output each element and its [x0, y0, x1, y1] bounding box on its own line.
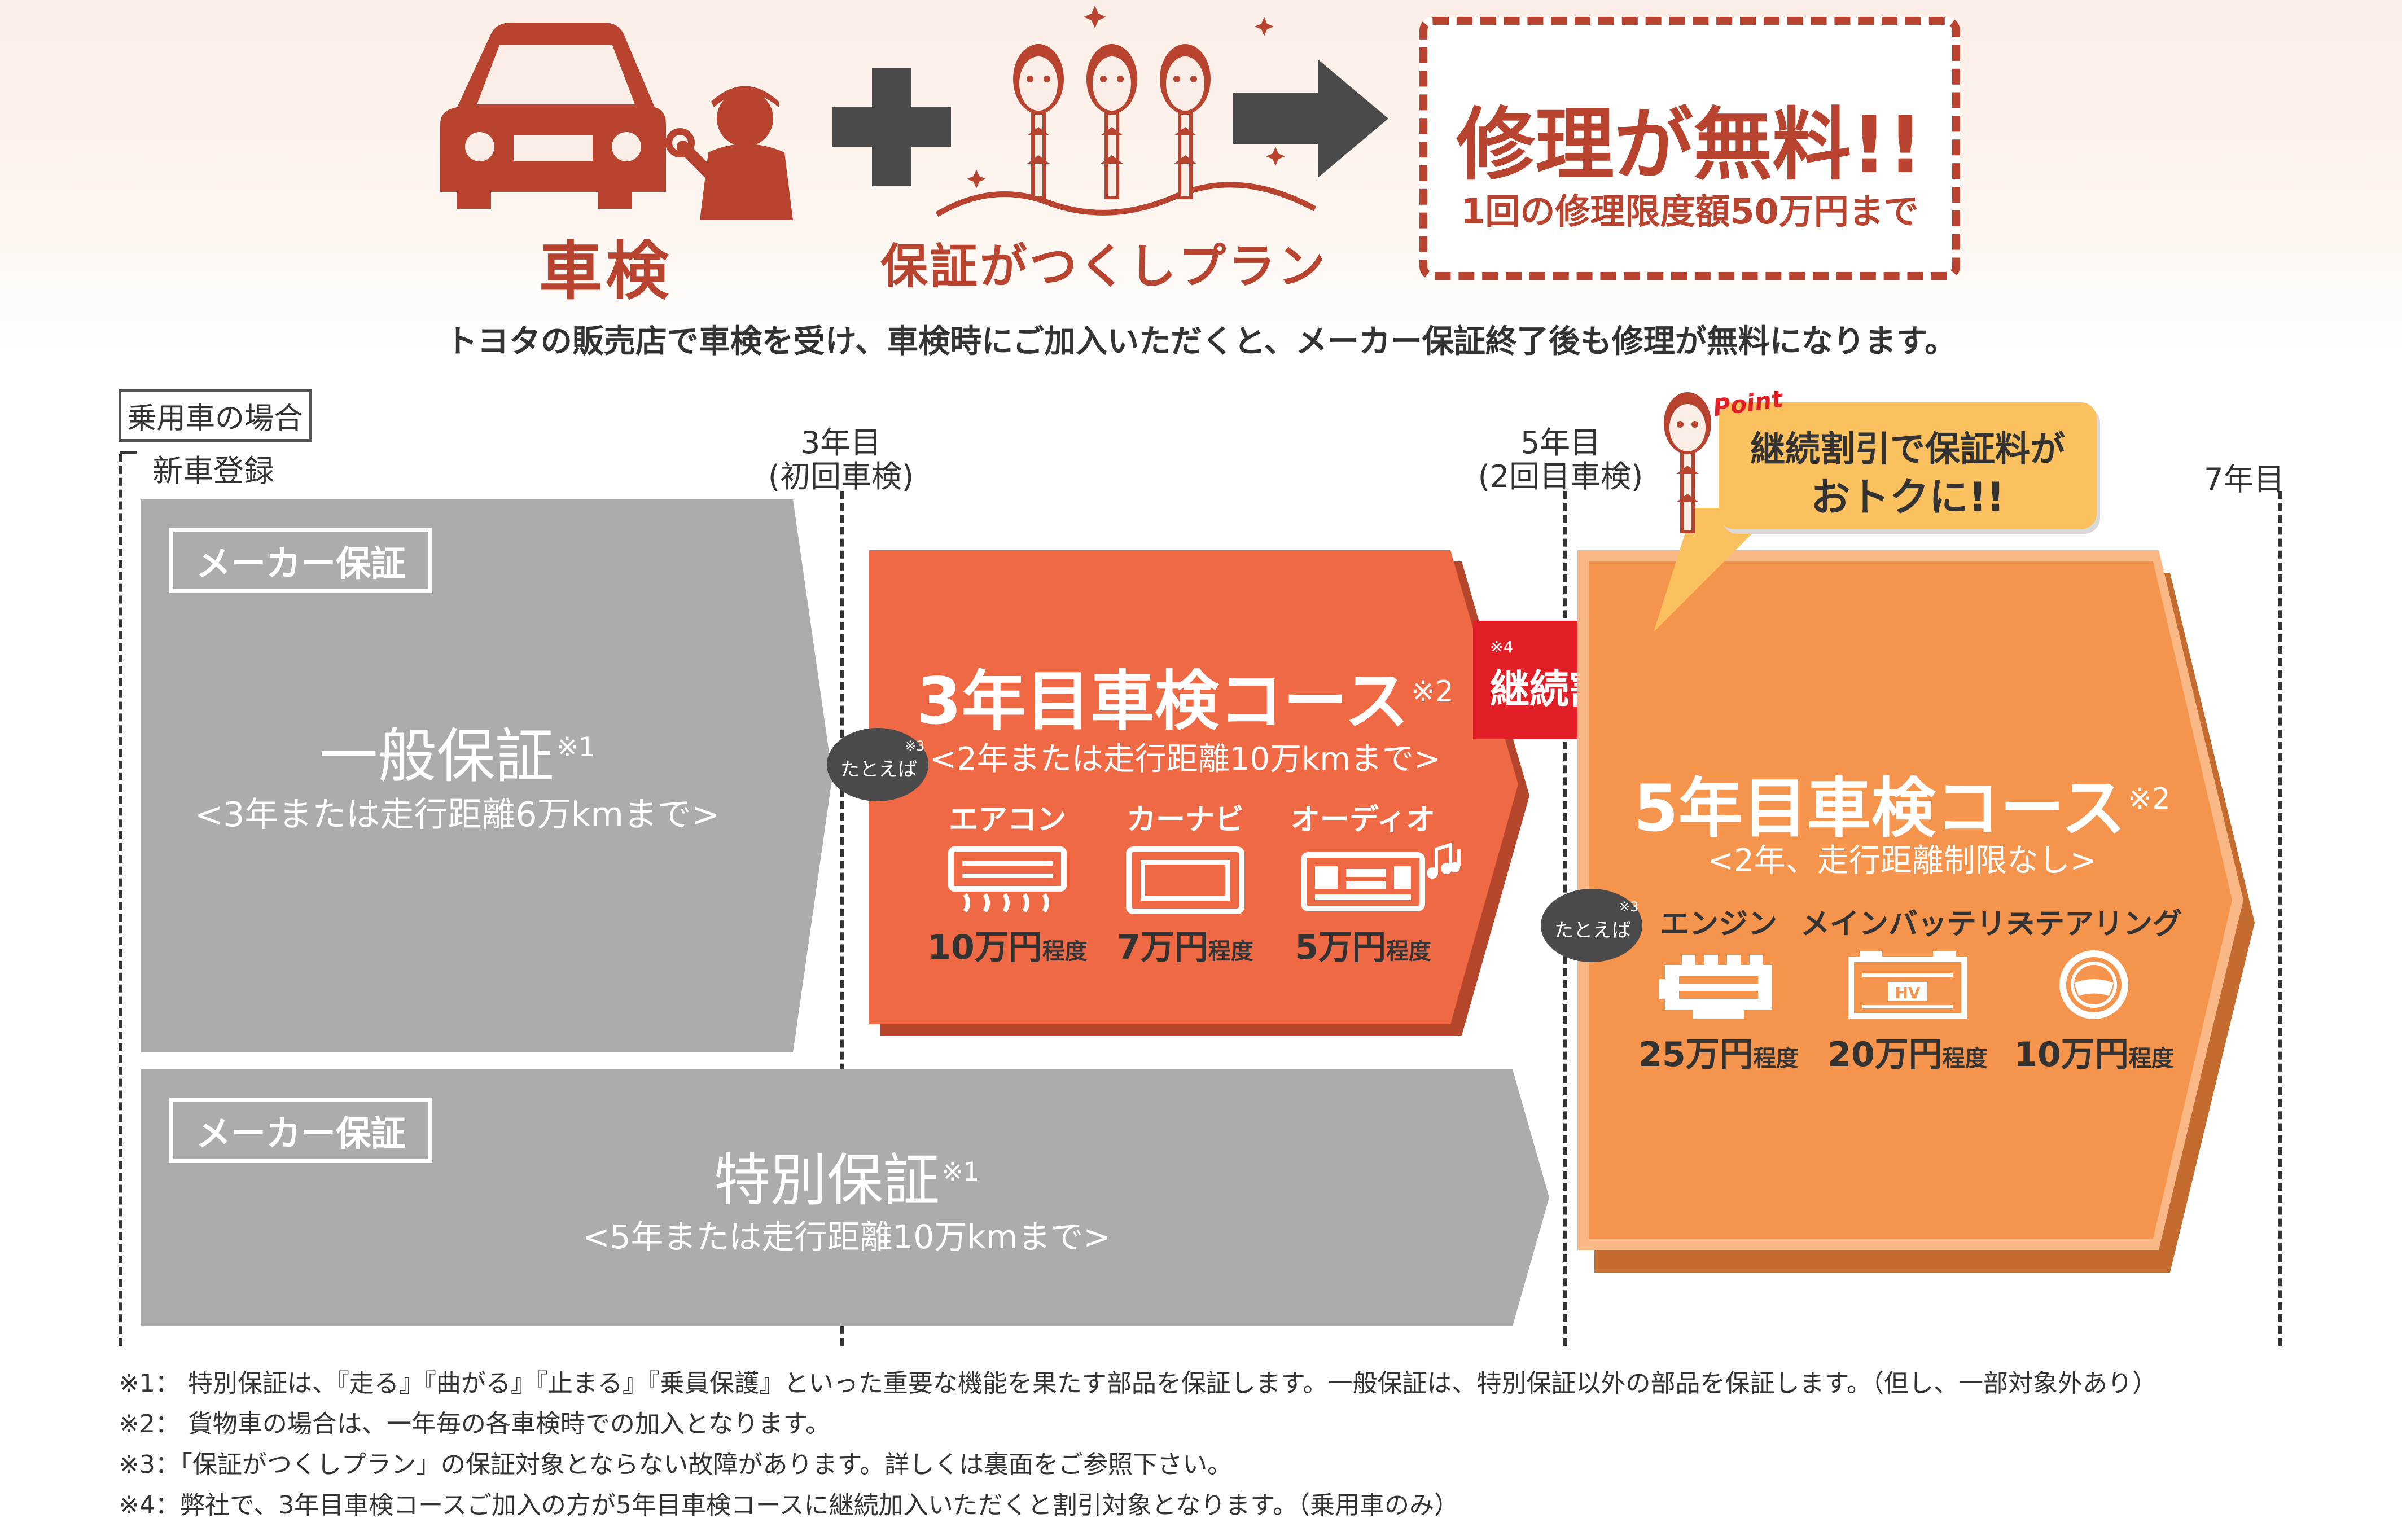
course3-example-bubble: ※3 たとえば [827, 728, 928, 801]
shaken-label: 車検 [539, 235, 672, 308]
point-callout-tail [1654, 508, 1778, 632]
vehicle-category-label: 乗用車の場合 [119, 389, 312, 442]
footnote-2: ※2： 貨物車の場合は、一年毎の各車検時での加入となります。 [119, 1410, 831, 1438]
discount-mark: ※4 [1490, 638, 1514, 656]
general-warranty-title: 一般保証※1 [141, 708, 773, 793]
special-maker-warranty-badge: メーカー保証 [169, 1098, 433, 1163]
engine-icon [1659, 955, 1772, 1019]
general-warranty-mark: ※1 [556, 732, 595, 764]
course3-example-mark: ※3 [905, 738, 925, 754]
item-name: エンジン [1659, 907, 1777, 941]
course3-item-aircon: エアコン 10万円程度 [917, 796, 1098, 967]
battery-icon [1848, 951, 1967, 1019]
repair-limit-text: 1回の修理限度額50万円まで [1461, 191, 1919, 232]
hero-tagline: トヨタの販売店で車検を受け、車検時にご加入いただくと、メーカー保証終了後も修理が… [445, 323, 1957, 360]
item-price-value: 5万円 [1295, 928, 1386, 967]
timeline-line-year3 [840, 491, 844, 1346]
special-warranty-sub: <5年または走行距離10万kmまで> [582, 1218, 1111, 1256]
plan-label: 保証がつくしプラン [880, 239, 1328, 294]
start-tick [120, 451, 137, 454]
course3-title: 3年目車検コース※2 [869, 649, 1501, 742]
special-warranty-mark: ※1 [941, 1156, 980, 1187]
course3-item-navigation: カーナビ 7万円程度 [1095, 796, 1275, 967]
item-price-value: 25万円 [1638, 1035, 1754, 1074]
item-price-suffix: 程度 [1042, 938, 1088, 964]
course5-item-engine: エンジン 25万円程度 [1625, 900, 1812, 1074]
course5-mark: ※2 [2128, 782, 2171, 816]
timeline-line-year7 [2278, 491, 2282, 1346]
item-price: 10万円程度 [2001, 1027, 2187, 1076]
course5-item-battery: メインバッテリー HV 20万円程度 [1800, 900, 2036, 1074]
course3-example-label: たとえば [840, 758, 917, 781]
hero-section: 車検 保証 [0, 0, 2402, 360]
course5-item-steering: ステアリング 10万円程度 [2001, 900, 2187, 1074]
plus-icon [832, 68, 951, 186]
item-price-value: 20万円 [1827, 1035, 1943, 1074]
year5-sub-label: (2回目車検) [1478, 459, 1643, 494]
course5-example-label: たとえば [1554, 919, 1631, 942]
item-price-value: 10万円 [927, 928, 1042, 967]
item-price: 20万円程度 [1800, 1027, 2015, 1076]
steering-wheel-icon [2059, 950, 2128, 1019]
air-conditioner-icon [948, 846, 1067, 913]
tsukushi-characters-icon [935, 6, 1317, 217]
item-price: 25万円程度 [1625, 1027, 1812, 1076]
general-warranty-title-text: 一般保証 [319, 722, 554, 791]
course5-shape [1577, 550, 2255, 1273]
point-line2: おトクに!! [1811, 474, 2005, 520]
item-price-suffix: 程度 [1208, 938, 1253, 964]
item-price-value: 7万円 [1117, 928, 1208, 967]
footnote-4: ※4：弊社で、3年目車検コースご加入の方が5年目車検コースに継続加入いただくと割… [119, 1491, 1459, 1520]
point-line1: 継続割引で保証料が [1750, 428, 2065, 470]
free-repair-box: 修理が無料!! 1回の修理限度額50万円まで [1419, 17, 1960, 280]
new-registration-label: 新車登録 [152, 453, 274, 489]
item-price-suffix: 程度 [2128, 1046, 2174, 1072]
timeline-line-start [119, 454, 122, 1346]
audio-icon [1301, 842, 1461, 911]
item-name: オーディオ [1290, 803, 1436, 837]
year5-label: 5年目 [1520, 425, 1601, 460]
item-name: エアコン [948, 803, 1066, 837]
item-price-suffix: 程度 [1753, 1046, 1799, 1072]
course5-example-bubble: ※3 たとえば [1541, 889, 1642, 962]
course3-sub: <2年または走行距離10万kmまで> [930, 741, 1440, 778]
item-price: 7万円程度 [1095, 920, 1275, 969]
car-inspection-icon [440, 23, 793, 220]
footnote-1: ※1： 特別保証は、『走る』『曲がる』『止まる』『乗員保護』といった重要な機能を… [119, 1369, 2158, 1398]
footnote-3: ※3：「保証がつくしプラン」の保証対象とならない故障があります。詳しくは裏面をご… [119, 1450, 1233, 1479]
special-warranty-title-text: 特別保証 [713, 1147, 940, 1213]
special-warranty-title: 特別保証※1 [564, 1134, 1129, 1216]
course5-title-text: 5年目車検コース [1633, 771, 2125, 846]
item-price: 10万円程度 [917, 920, 1098, 969]
item-price: 5万円程度 [1273, 920, 1453, 969]
general-maker-warranty-badge: メーカー保証 [169, 528, 433, 593]
battery-hv-text: HV [1895, 984, 1921, 1002]
year3-sub-label: (初回車検) [768, 459, 914, 494]
item-name: メインバッテリー [1800, 907, 2036, 941]
item-price-value: 10万円 [2014, 1035, 2129, 1074]
free-repair-title: 修理が無料!! [1456, 99, 1923, 191]
right-arrow-icon [1233, 59, 1388, 178]
course3-item-audio: オーディオ 5万円程度 [1273, 796, 1476, 967]
item-name: カーナビ [1126, 803, 1244, 837]
point-callout: 継続割引で保証料が おトクに!! [1719, 402, 2097, 529]
year3-label: 3年目 [800, 425, 882, 460]
course5-sub: <2年、走行距離制限なし> [1707, 843, 2097, 879]
course5-example-mark: ※3 [1619, 899, 1639, 915]
general-warranty-sub: <3年または走行距離6万kmまで> [194, 795, 720, 835]
year7-label: 7年目 [2204, 462, 2285, 497]
course5-title: 5年目車検コース※2 [1580, 756, 2224, 849]
special-warranty-shape [141, 1069, 1549, 1326]
item-price-suffix: 程度 [1386, 938, 1431, 964]
tsukushi-mascot-icon [1664, 392, 1711, 533]
footnotes: ※1： 特別保証は、『走る』『曲がる』『止まる』『乗員保護』といった重要な機能を… [119, 1363, 2348, 1525]
item-name: ステアリング [2005, 907, 2182, 941]
course3-mark: ※2 [1411, 675, 1454, 709]
item-price-suffix: 程度 [1942, 1046, 1988, 1072]
car-navigation-icon [1126, 846, 1244, 914]
course3-title-text: 3年目車検コース [917, 664, 1409, 739]
general-warranty-shape [141, 499, 832, 1052]
